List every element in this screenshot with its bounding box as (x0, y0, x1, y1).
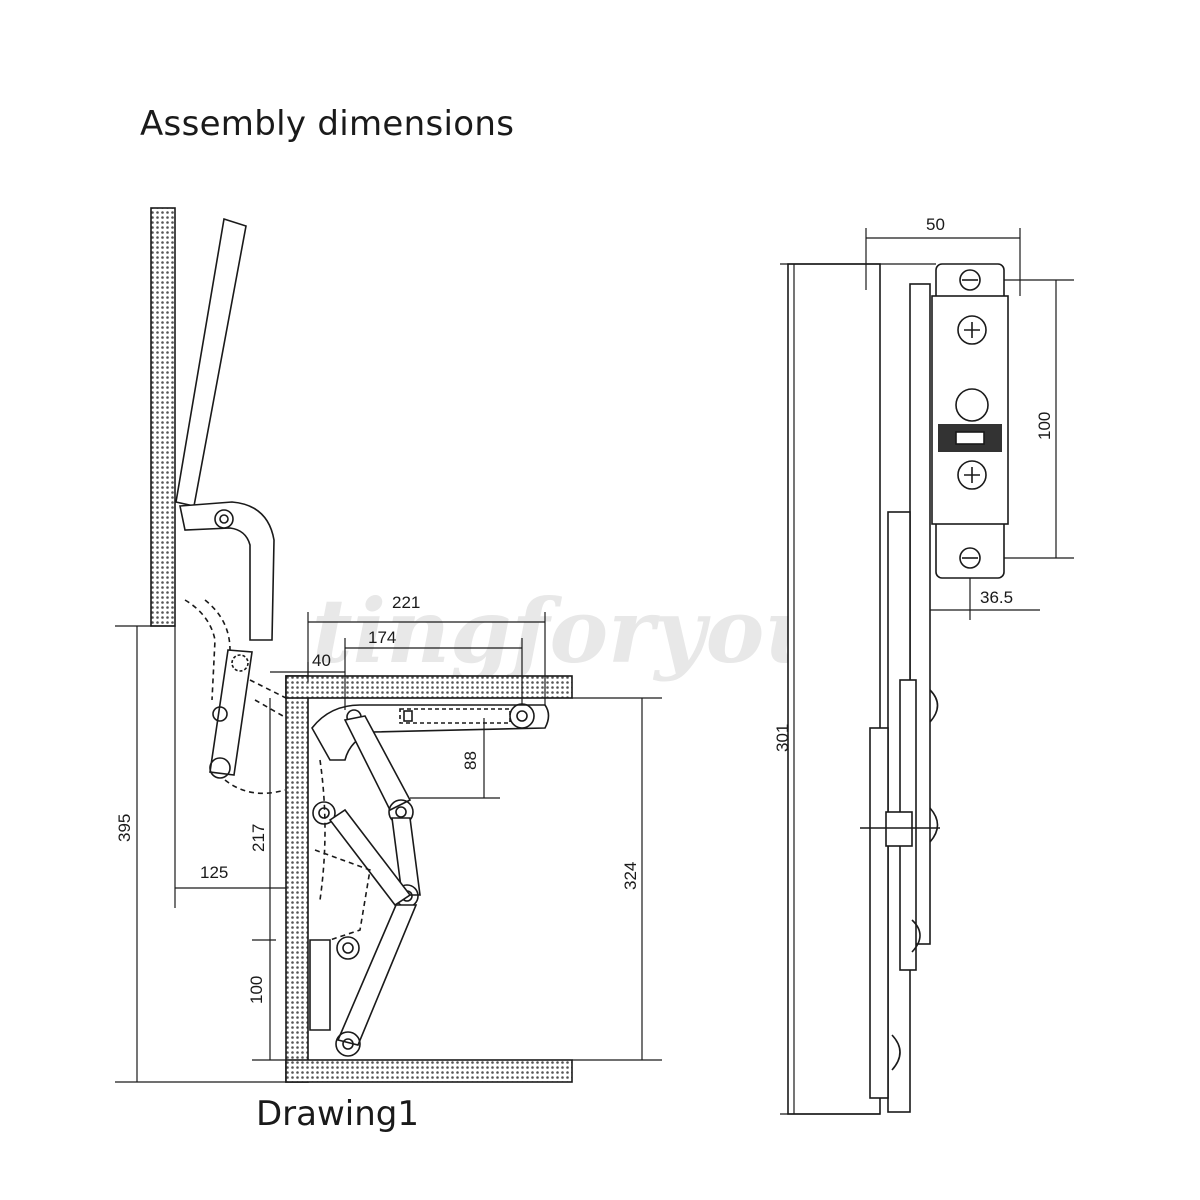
slot-dashed (399, 708, 511, 724)
clamp-block (885, 811, 913, 847)
knob-1 (929, 689, 939, 723)
screw-1 (957, 315, 987, 345)
dashed-path-7 (319, 759, 326, 901)
screw-top (959, 269, 981, 291)
pivot-foot-inner (342, 942, 354, 954)
pivot-main-inner (395, 806, 407, 818)
pivot-link-b-inner (516, 710, 528, 722)
dim-40-label: 40 (312, 651, 331, 670)
knob-2 (929, 807, 939, 843)
right-drawing (780, 228, 1074, 1115)
dim-174-label: 174 (368, 628, 396, 647)
lever-lower (391, 817, 421, 896)
slot-stop (403, 710, 413, 722)
dim-50-label: 50 (926, 215, 945, 234)
cabinet-top (285, 675, 573, 699)
knob-3 (911, 919, 921, 953)
dashed-path-1 (184, 599, 216, 701)
drawing-caption: Drawing1 (256, 1094, 420, 1134)
dim-125-label: 125 (200, 863, 228, 882)
dashed-path-6 (314, 849, 371, 941)
dim-221-label: 221 (392, 593, 420, 612)
arm-link (209, 649, 253, 776)
rail-tertiary (869, 727, 889, 1099)
screw-2 (957, 460, 987, 490)
dim-36-5-label: 36.5 (980, 588, 1013, 607)
upper-link (311, 704, 550, 761)
pivot-dashed (231, 654, 249, 672)
hinge-knuckle-gap (955, 431, 985, 445)
dim-100-right-label: 100 (1035, 412, 1054, 440)
dashed-path-3 (224, 779, 286, 795)
knob-4 (891, 1034, 901, 1071)
dim-217-label: 217 (249, 824, 268, 852)
dim-395-label: 395 (115, 814, 134, 842)
pivot-side (312, 801, 336, 825)
pivot-foot (336, 936, 360, 960)
screw-center (955, 388, 989, 422)
dim-88-label: 88 (461, 751, 480, 770)
pivot-bottom-inner (342, 1038, 354, 1050)
front-panel (787, 263, 881, 1115)
pivot-mid (212, 706, 228, 722)
dim-301-label: 301 (773, 724, 792, 752)
main-lever (343, 715, 412, 812)
screw-1-cross (964, 322, 980, 338)
dim-324-label: 324 (621, 862, 640, 890)
dashed-path-2 (204, 599, 231, 651)
pivot-upper (214, 509, 234, 529)
watermark-text: tingforyou (312, 579, 828, 683)
wall-panel (150, 207, 176, 627)
cabinet-side (285, 675, 309, 1083)
cabinet-bottom (285, 1059, 573, 1083)
cross-link (328, 808, 412, 907)
lower-lever (336, 904, 418, 1046)
left-drawing (115, 207, 662, 1083)
backrest-board (175, 217, 247, 507)
screw-2-cross (964, 467, 980, 483)
dim-100-left-label: 100 (247, 976, 266, 1004)
base-plate (309, 939, 331, 1031)
pivot-lower (209, 757, 231, 779)
dashed-path-5 (254, 699, 291, 721)
hinge-plate-inner (931, 295, 1009, 525)
upper-bracket (179, 501, 275, 641)
screw-bottom (959, 547, 981, 569)
pivot-upper-inner (219, 514, 229, 524)
page-title: Assembly dimensions (140, 104, 515, 144)
pivot-bottom (335, 1031, 361, 1057)
